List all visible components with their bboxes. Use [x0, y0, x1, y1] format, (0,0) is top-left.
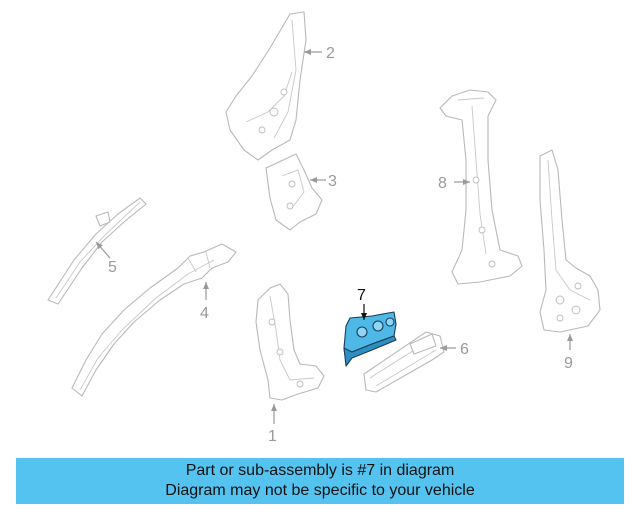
- info-banner: Part or sub-assembly is #7 in diagram Di…: [16, 458, 624, 504]
- part-5-roof-rail[interactable]: [47, 197, 147, 305]
- part-7-bracket-highlighted[interactable]: [343, 311, 397, 367]
- callout-4: 4: [200, 305, 209, 322]
- leader-5: [95, 241, 111, 259]
- callout-1: 1: [268, 428, 277, 445]
- callout-2: 2: [326, 45, 335, 62]
- part-6-sill-extension[interactable]: [363, 331, 445, 393]
- banner-line-2: Diagram may not be specific to your vehi…: [165, 482, 475, 499]
- callout-7: 7: [357, 287, 366, 304]
- callout-6: 6: [460, 341, 469, 358]
- callout-9: 9: [564, 355, 573, 372]
- callout-8: 8: [438, 175, 447, 192]
- banner-line-1: Part or sub-assembly is #7 in diagram: [185, 462, 455, 479]
- part-8-b-pillar[interactable]: [439, 89, 523, 285]
- callout-labels: 1 2 3 4 5 6 7 8 9: [108, 45, 573, 445]
- part-9-pillar-reinforcement[interactable]: [539, 149, 601, 333]
- callout-leaders: [95, 49, 573, 424]
- callout-5: 5: [108, 259, 117, 276]
- part-3-bracket[interactable]: [265, 153, 323, 231]
- part-1-lower-pillar[interactable]: [255, 283, 325, 401]
- part-2-pillar-bracket[interactable]: [225, 11, 307, 161]
- part-4-a-pillar-rail[interactable]: [71, 243, 237, 397]
- callout-3: 3: [328, 173, 337, 190]
